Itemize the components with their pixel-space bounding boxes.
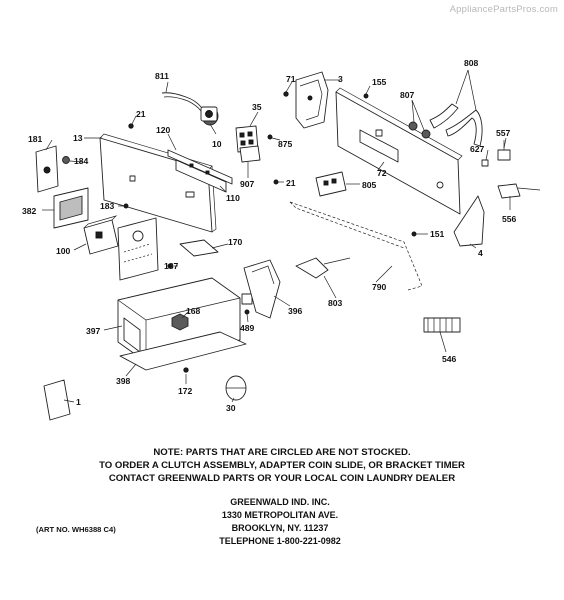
exploded-parts-diagram: 811 71 3 155 808 807 21 35 13 120 10 181…	[22, 58, 541, 421]
part-4-end-cap[interactable]	[453, 195, 485, 247]
label-184: 184	[74, 156, 89, 166]
part-170-label[interactable]	[179, 239, 219, 257]
part-398-base-tray[interactable]	[119, 331, 247, 371]
part-21-screw-b[interactable]	[273, 179, 279, 185]
part-875-screw[interactable]	[267, 134, 273, 140]
label-170: 170	[228, 237, 243, 247]
part-100-timer[interactable]	[83, 215, 119, 255]
label-805: 805	[362, 180, 377, 190]
label-627: 627	[470, 144, 485, 154]
part-807-washers[interactable]	[408, 121, 431, 139]
label-398: 398	[116, 376, 131, 386]
label-10: 10	[212, 139, 222, 149]
label-811: 811	[155, 71, 169, 81]
part-805-relay[interactable]	[315, 171, 347, 197]
part-808-hoses[interactable]	[429, 103, 483, 147]
note-line-3: CONTACT GREENWALD PARTS OR YOUR LOCAL CO…	[108, 473, 456, 484]
label-907: 907	[240, 179, 255, 189]
address-city: BROOKLYN, NY. 11237	[231, 523, 329, 533]
part-10-switch[interactable]	[200, 106, 219, 126]
part-timer-plate[interactable]	[117, 217, 159, 281]
part-120-bracket[interactable]	[167, 149, 233, 193]
leader-lines	[42, 69, 511, 403]
art-number: (ART NO. WH6388 C4)	[36, 525, 116, 534]
part-546-connector[interactable]	[423, 317, 461, 333]
label-803: 803	[328, 298, 343, 308]
part-21-screw-a[interactable]	[128, 123, 134, 129]
label-808: 808	[464, 58, 479, 68]
part-1-manual[interactable]	[43, 379, 71, 421]
label-489: 489	[240, 323, 255, 333]
part-3-end-cap[interactable]	[295, 71, 329, 129]
part-184-knob[interactable]	[62, 156, 70, 164]
part-168-nut[interactable]	[171, 313, 189, 331]
part-72-backsplash[interactable]	[335, 87, 463, 215]
part-489-bracket[interactable]	[241, 293, 253, 315]
label-181: 181	[28, 134, 43, 144]
part-151-screw[interactable]	[411, 231, 417, 237]
label-21-top: 21	[136, 109, 146, 119]
label-13: 13	[73, 133, 83, 143]
part-172-screw[interactable]	[183, 367, 189, 373]
label-35: 35	[252, 102, 262, 112]
part-556-clip[interactable]	[497, 183, 541, 199]
part-155-screw[interactable]	[363, 93, 369, 99]
part-811-harness[interactable]	[161, 92, 203, 112]
part-13-control-panel[interactable]	[99, 133, 217, 233]
label-187: 187	[164, 261, 179, 271]
label-72: 72	[377, 168, 387, 178]
address-street: 1330 METROPOLITAN AVE.	[221, 510, 339, 520]
site-watermark: AppliancePartsPros.com	[449, 4, 558, 15]
part-790-support[interactable]	[289, 201, 423, 291]
part-382-coin-slide[interactable]	[53, 187, 89, 229]
note-line-1: NOTE: PARTS THAT ARE CIRCLED ARE NOT STO…	[153, 447, 411, 458]
label-3: 3	[338, 74, 343, 84]
label-183: 183	[100, 201, 115, 211]
label-807: 807	[400, 90, 415, 100]
address-company: GREENWALD IND. INC.	[230, 497, 330, 507]
note-line-2: TO ORDER A CLUTCH ASSEMBLY, ADAPTER COIN…	[99, 460, 465, 471]
part-30-capacitor[interactable]	[225, 375, 247, 401]
part-803-lever[interactable]	[295, 257, 351, 279]
label-397: 397	[86, 326, 101, 336]
label-382: 382	[22, 206, 37, 216]
part-181-bracket[interactable]	[35, 145, 59, 193]
label-168: 168	[186, 306, 201, 316]
part-557-connector[interactable]	[497, 140, 511, 161]
address-phone: TELEPHONE 1-800-221-0982	[219, 536, 341, 546]
label-100: 100	[56, 246, 71, 256]
label-875: 875	[278, 139, 293, 149]
part-627-clip[interactable]	[481, 159, 489, 167]
label-71: 71	[286, 74, 296, 84]
label-155: 155	[372, 77, 387, 87]
part-35-switch-block[interactable]	[235, 125, 261, 163]
part-396-bracket[interactable]	[243, 259, 281, 319]
label-21-mid: 21	[286, 178, 296, 188]
part-71-screw[interactable]	[283, 91, 289, 97]
part-183-screw[interactable]	[123, 203, 129, 209]
part-number-labels: 811 71 3 155 808 807 21 35 13 120 10 181…	[22, 58, 517, 413]
label-546: 546	[442, 354, 457, 364]
label-1: 1	[76, 397, 81, 407]
label-4: 4	[478, 248, 483, 258]
label-557: 557	[496, 128, 511, 138]
label-396: 396	[288, 306, 303, 316]
label-172: 172	[178, 386, 193, 396]
label-120: 120	[156, 125, 171, 135]
label-30: 30	[226, 403, 236, 413]
label-151: 151	[430, 229, 445, 239]
label-556: 556	[502, 214, 517, 224]
label-790: 790	[372, 282, 387, 292]
label-110: 110	[226, 193, 240, 203]
